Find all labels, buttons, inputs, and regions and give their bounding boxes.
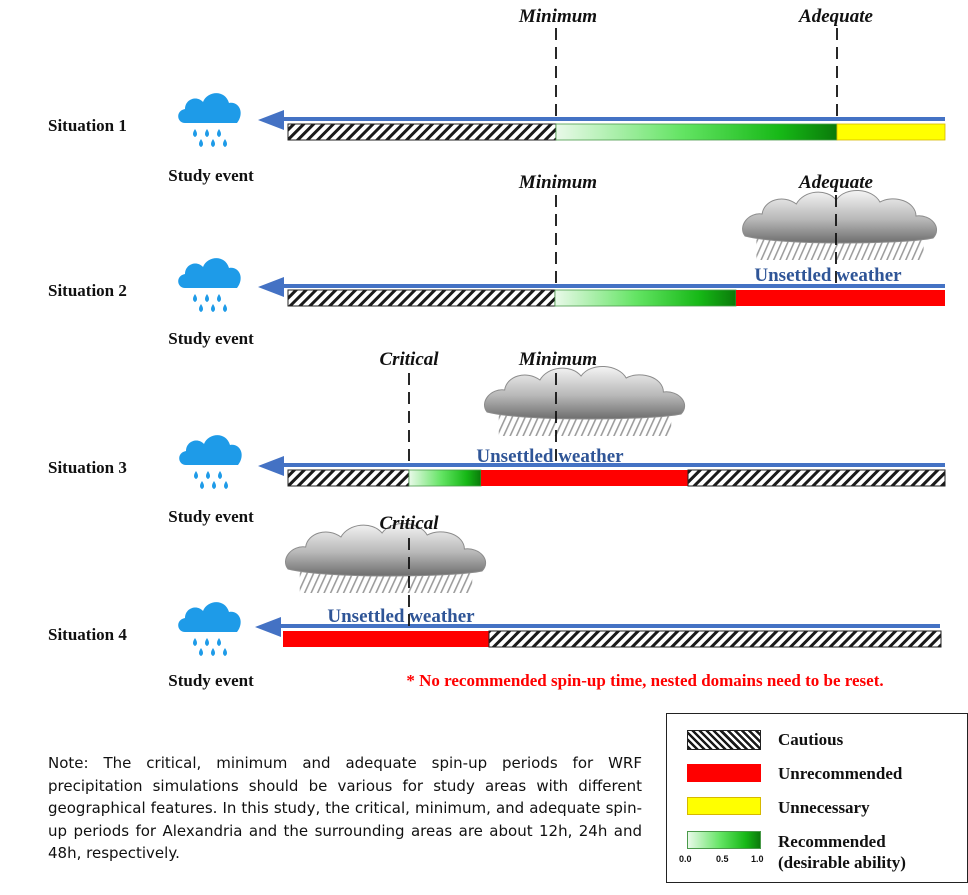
legend-swatch-recommended: [687, 831, 761, 849]
legend-label-unnecessary: Unnecessary: [778, 798, 870, 817]
situation-1: Situation 1 Study event Minimum Adequate: [48, 6, 946, 185]
legend-swatch-cautious: [687, 730, 761, 750]
rain-cloud-icon: [178, 93, 241, 147]
situation-2-label: Situation 2: [48, 281, 127, 300]
rain-cloud-icon: [178, 258, 241, 312]
legend-label-recommended: Recommended: [778, 832, 886, 851]
storm-cloud-icon: [742, 189, 938, 261]
arrow-head-icon: [258, 110, 284, 130]
unrecommended-segment: [283, 631, 489, 647]
unsettled-weather-label: Unsettled weather: [754, 265, 902, 286]
situation-4-label: Situation 4: [48, 625, 127, 644]
unnecessary-segment: [836, 123, 946, 141]
legend-swatch-unnecessary: [687, 797, 761, 815]
cautious-segment: [287, 469, 410, 487]
cautious-segment: [488, 630, 942, 648]
critical-label: Critical: [379, 349, 439, 370]
legend-tick-low: 0.0: [679, 854, 692, 864]
rain-cloud-icon: [178, 602, 241, 656]
legend-label-cautious: Cautious: [778, 730, 844, 749]
arrow-head-icon: [258, 456, 284, 476]
unsettled-weather-label: Unsettled weather: [476, 446, 624, 467]
legend-label-unrecommended: Unrecommended: [778, 764, 903, 783]
situation-3: Situation 3 Study event Critical Minimum…: [48, 349, 946, 526]
critical-label: Critical: [379, 513, 439, 534]
legend-label-recommended-sub: (desirable ability): [778, 853, 906, 872]
cautious-segment: [287, 289, 556, 307]
minimum-label: Minimum: [518, 172, 597, 193]
legend-swatch-unrecommended: [687, 764, 761, 782]
warning-text: * No recommended spin-up time, nested do…: [406, 671, 883, 690]
situation-4: Situation 4 Study event Critical Unsettl…: [48, 513, 942, 690]
situation-2: Situation 2 Study event Minimum Adequate…: [48, 172, 945, 348]
recommended-segment: [554, 289, 737, 307]
note-paragraph: Note: The critical, minimum and adequate…: [48, 754, 642, 862]
unrecommended-segment: [736, 290, 945, 306]
arrow-head-icon: [255, 617, 281, 637]
cautious-segment: [687, 469, 946, 487]
study-event-caption: Study event: [168, 329, 254, 348]
storm-cloud-icon: [483, 365, 686, 437]
legend-tick-mid: 0.5: [716, 854, 729, 864]
rain-cloud-icon: [179, 435, 242, 489]
legend: Cautious Unrecommended Unnecessary 0.0 0…: [666, 713, 968, 883]
situation-1-label: Situation 1: [48, 116, 127, 135]
recommended-segment: [555, 123, 838, 141]
cautious-segment: [287, 123, 557, 141]
unrecommended-segment: [481, 470, 688, 486]
adequate-label: Adequate: [798, 172, 873, 193]
minimum-label: Minimum: [518, 349, 597, 370]
arrow-head-icon: [258, 277, 284, 297]
study-event-caption: Study event: [168, 671, 254, 690]
adequate-label: Adequate: [798, 6, 873, 27]
recommended-segment: [408, 469, 482, 487]
unsettled-weather-label: Unsettled weather: [327, 606, 475, 627]
situation-3-label: Situation 3: [48, 458, 127, 477]
legend-tick-high: 1.0: [751, 854, 764, 864]
study-event-caption: Study event: [168, 166, 254, 185]
minimum-label: Minimum: [518, 6, 597, 27]
study-event-caption: Study event: [168, 507, 254, 526]
